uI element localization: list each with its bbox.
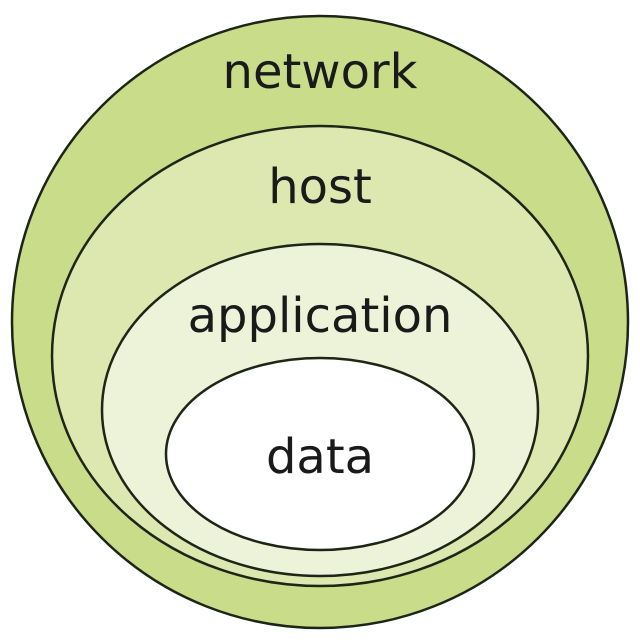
host-label: host bbox=[268, 159, 372, 215]
network-label: network bbox=[223, 44, 418, 100]
data-layer bbox=[164, 356, 476, 552]
application-label: application bbox=[188, 288, 453, 344]
data-label: data bbox=[266, 429, 374, 485]
